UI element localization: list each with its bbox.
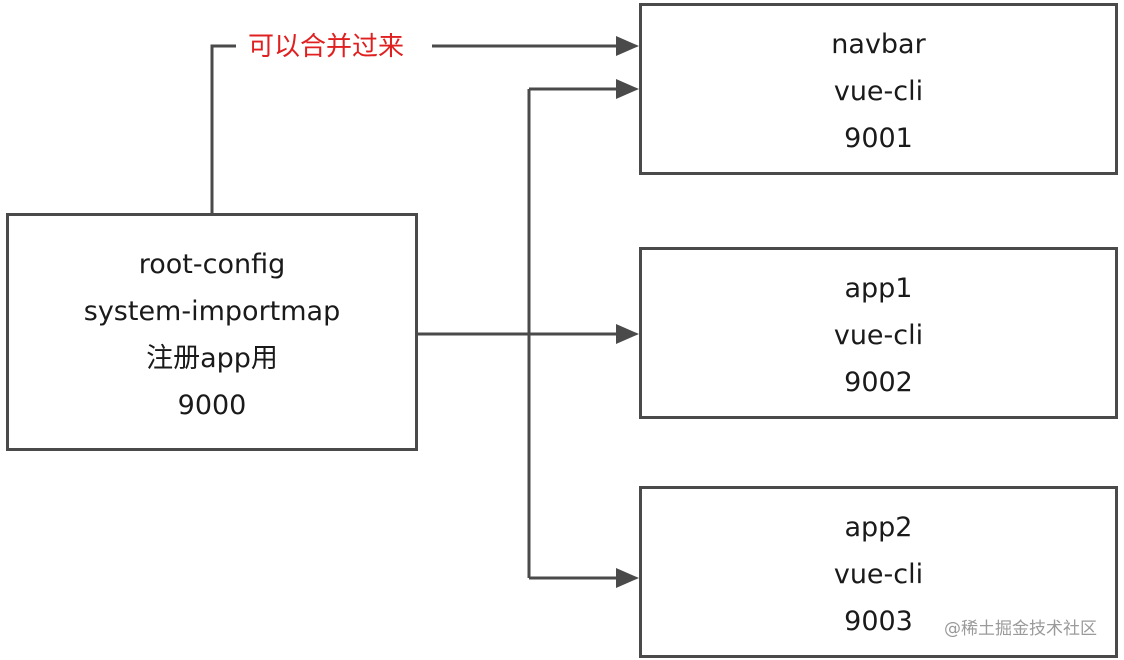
- app-port-label: 9001: [844, 123, 913, 154]
- root-config-box: root-config system-importmap 注册app用 9000: [6, 213, 418, 451]
- arrowhead-navbar-merge: [616, 36, 639, 56]
- merge-connector: [210, 44, 236, 213]
- root-port-label: 9000: [177, 390, 247, 421]
- app-tool-label: vue-cli: [833, 320, 924, 351]
- merge-annotation-label: 可以合并过来: [248, 32, 405, 62]
- arrowhead-app1: [616, 324, 639, 344]
- system-importmap-label: system-importmap: [83, 296, 341, 327]
- register-app-label: 注册app用: [146, 343, 278, 374]
- app-tool-label: vue-cli: [833, 76, 924, 107]
- watermark-text: @稀土掘金技术社区: [944, 619, 1097, 639]
- app-name-label: navbar: [831, 29, 926, 60]
- app-tool-label: vue-cli: [833, 559, 924, 590]
- arrowhead-navbar: [616, 79, 639, 99]
- arrowhead-app2: [616, 568, 639, 588]
- root-config-label: root-config: [138, 249, 286, 280]
- app-name-label: app1: [844, 273, 913, 304]
- app2-box: app2 vue-cli 9003: [639, 486, 1118, 658]
- app1-box: app1 vue-cli 9002: [639, 247, 1118, 419]
- navbar-app-box: navbar vue-cli 9001: [639, 3, 1118, 175]
- app-port-label: 9002: [844, 367, 913, 398]
- app-port-label: 9003: [844, 606, 913, 637]
- app-name-label: app2: [844, 512, 913, 543]
